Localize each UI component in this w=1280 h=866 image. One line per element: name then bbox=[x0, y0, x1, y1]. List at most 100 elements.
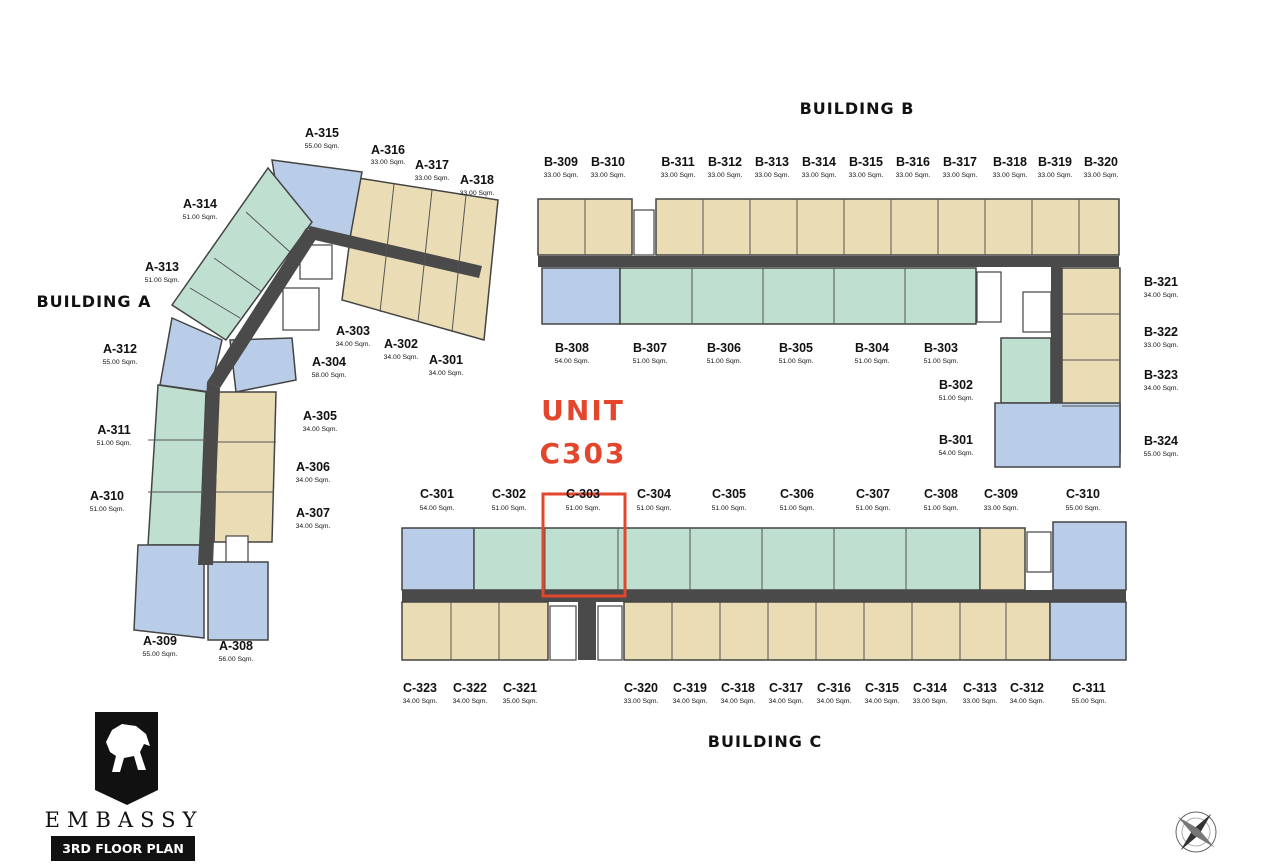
unit-area: 33.00 Sqm. bbox=[849, 172, 884, 179]
unit-area: 33.00 Sqm. bbox=[371, 159, 406, 166]
corridor bbox=[198, 382, 220, 565]
unit-area: 34.00 Sqm. bbox=[1144, 292, 1179, 299]
unit-label[interactable]: C-303 51.00 Sqm. bbox=[566, 487, 601, 512]
unit-block bbox=[229, 337, 297, 393]
lift-core bbox=[282, 287, 320, 331]
unit-code: C-305 bbox=[712, 487, 746, 501]
unit-area: 54.00 Sqm. bbox=[420, 505, 455, 512]
unit-code: B-319 bbox=[1038, 155, 1072, 169]
unit-area: 51.00 Sqm. bbox=[779, 358, 814, 365]
unit-label[interactable]: B-307 51.00 Sqm. bbox=[633, 341, 668, 365]
unit-code: C-304 bbox=[637, 487, 671, 501]
unit-code: B-308 bbox=[555, 341, 589, 355]
unit-label[interactable]: C-310 55.00 Sqm. bbox=[1066, 487, 1101, 512]
unit-code: C-309 bbox=[984, 487, 1018, 501]
corridor bbox=[402, 590, 1126, 602]
highlight-title-line1: UNIT bbox=[541, 394, 625, 427]
unit-label[interactable]: B-321 34.00 Sqm. bbox=[1144, 275, 1179, 299]
unit-code: B-306 bbox=[707, 341, 741, 355]
unit-area: 51.00 Sqm. bbox=[633, 358, 668, 365]
unit-area: 51.00 Sqm. bbox=[855, 358, 890, 365]
unit-code: B-307 bbox=[633, 341, 667, 355]
unit-code: B-309 bbox=[544, 155, 578, 169]
unit-code: A-309 bbox=[143, 634, 177, 648]
unit-area: 34.00 Sqm. bbox=[384, 354, 419, 361]
corridor bbox=[207, 228, 318, 388]
unit-area: 55.00 Sqm. bbox=[305, 143, 340, 150]
unit-area: 55.00 Sqm. bbox=[1066, 505, 1101, 512]
unit-area: 51.00 Sqm. bbox=[492, 505, 527, 512]
unit-area: 55.00 Sqm. bbox=[143, 651, 178, 658]
corridor bbox=[578, 602, 596, 660]
unit-code: C-313 bbox=[963, 681, 997, 695]
unit-code: A-316 bbox=[371, 143, 405, 157]
unit-area: 34.00 Sqm. bbox=[403, 698, 438, 705]
unit-label[interactable]: A-316 33.00 Sqm. bbox=[371, 143, 406, 166]
unit-code: C-310 bbox=[1066, 487, 1100, 501]
unit-label[interactable]: A-309 55.00 Sqm. bbox=[143, 634, 178, 658]
unit-area: 55.00 Sqm. bbox=[1072, 698, 1107, 705]
unit-code: B-312 bbox=[708, 155, 742, 169]
unit-code: B-321 bbox=[1144, 275, 1178, 289]
